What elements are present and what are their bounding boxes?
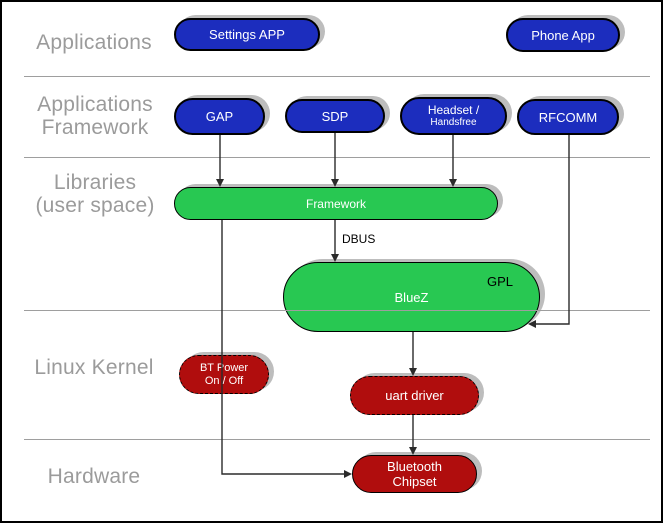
layer-label-applications-framework: Applications Framework (16, 93, 174, 139)
node-label: BlueZ (394, 289, 429, 305)
layer-label-hardware: Hardware (47, 465, 141, 488)
node-label: BT Power (199, 361, 249, 374)
layer-label-line: (user space) (35, 194, 155, 217)
layer-label-line: Applications (37, 93, 153, 116)
layer-divider (24, 157, 650, 158)
node-label: Handsfree (430, 117, 477, 128)
node-bluez: GPL BlueZ (283, 262, 540, 332)
arrow-bluez-to-uart-driver (409, 332, 417, 376)
node-bluetooth-chipset: Bluetooth Chipset (352, 455, 477, 493)
dbus-arrow-label: DBUS (342, 232, 376, 246)
gpl-license-label: GPL (486, 274, 513, 289)
arrow-framework-to-bluez-dbus (331, 220, 339, 262)
node-gap: GAP (174, 98, 265, 135)
arrow-gap-to-framework (216, 135, 224, 187)
node-label: Settings APP (209, 27, 285, 42)
layer-label-line: Libraries (53, 171, 137, 194)
layer-divider (24, 310, 650, 311)
node-label: uart driver (385, 388, 444, 403)
arrow-uart-driver-to-chipset (409, 415, 417, 455)
node-label: Chipset (392, 474, 437, 489)
node-label: Framework (305, 196, 366, 211)
layer-label-line: Framework (41, 116, 149, 139)
node-label: GAP (205, 109, 234, 124)
node-label: SDP (321, 108, 349, 124)
node-label: On / Off (204, 374, 244, 387)
arrow-sdp-to-framework (331, 133, 339, 187)
layer-label-linux-kernel: Linux Kernel (34, 356, 154, 379)
node-sdp: SDP (285, 99, 385, 133)
layer-label-libraries: Libraries (user space) (16, 171, 174, 217)
node-framework: Framework (174, 187, 498, 220)
node-label: Phone App (531, 27, 595, 43)
node-label: Bluetooth (387, 459, 442, 474)
node-phone-app: Phone App (506, 18, 620, 52)
layer-divider (24, 76, 650, 77)
node-label: Headset / (427, 103, 480, 117)
node-headset-handsfree: Headset / Handsfree (400, 97, 507, 135)
layer-label-applications: Applications (36, 31, 152, 54)
layer-divider (24, 439, 650, 440)
node-settings-app: Settings APP (174, 18, 320, 51)
node-rfcomm: RFCOMM (517, 99, 619, 135)
node-bt-power: BT Power On / Off (179, 355, 269, 394)
node-label: RFCOMM (538, 109, 598, 125)
arrow-headset-to-framework (449, 135, 457, 187)
node-uart-driver: uart driver (350, 376, 479, 415)
